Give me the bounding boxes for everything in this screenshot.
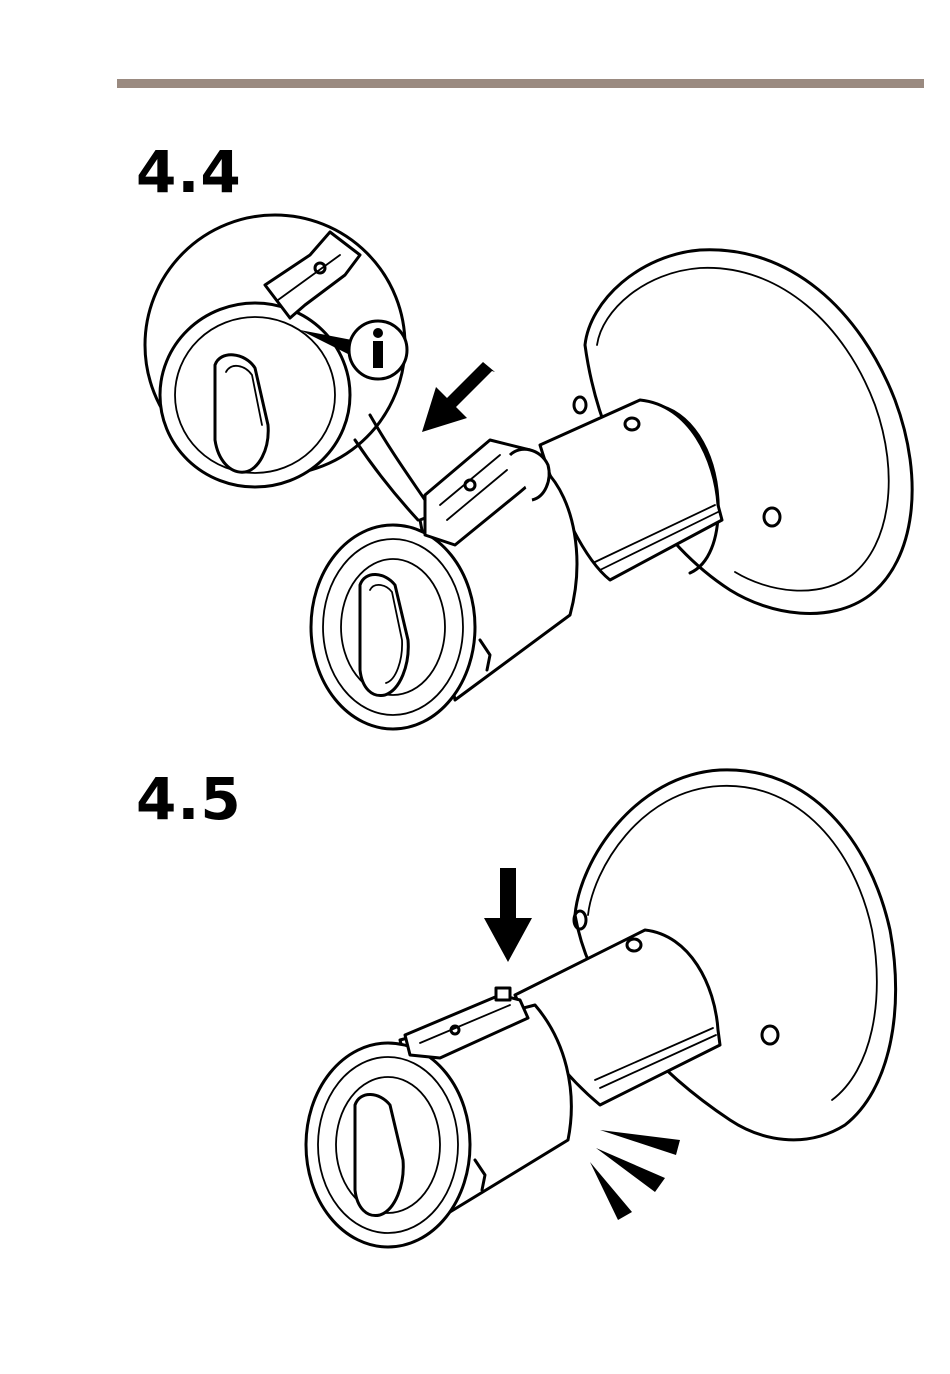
press-down-arrow-icon <box>484 868 532 962</box>
click-sound-icon <box>590 1130 680 1220</box>
